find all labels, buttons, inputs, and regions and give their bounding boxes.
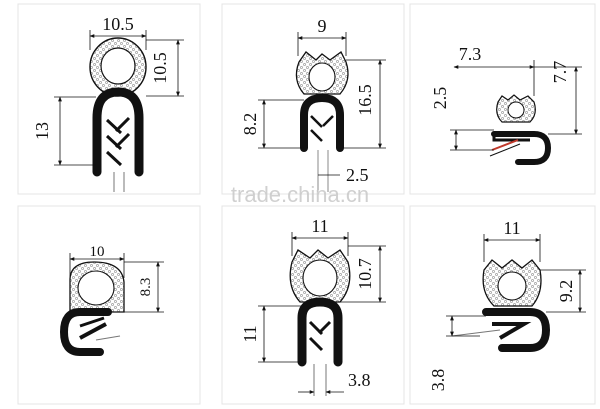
bulb-seal [289, 249, 351, 303]
bulb-seal [496, 94, 536, 123]
panel-frame [17, 3, 596, 405]
dimension-lines [54, 30, 184, 166]
u-clip [59, 308, 121, 356]
dim-label-5c: 11 [240, 325, 260, 342]
dim-label-2d: 2.5 [346, 165, 369, 185]
seal-profile-3: 7.3 7.7 2.5 [430, 44, 582, 165]
bulb-seal [295, 51, 349, 95]
dim-label-2a: 9 [318, 16, 327, 36]
dimension-lines [258, 232, 386, 394]
dimension-lines [450, 60, 582, 151]
dim-label-5b: 10.7 [355, 258, 375, 290]
dimension-lines [258, 32, 386, 176]
bulb-seal [482, 259, 542, 307]
dim-label-1b: 10.5 [150, 52, 170, 84]
seal-profile-6: 11 9.2 3.8 [428, 218, 586, 391]
u-clip [489, 131, 552, 165]
dim-label-4a: 10 [90, 244, 105, 260]
dim-label-1a: 10.5 [102, 14, 134, 34]
dim-label-6c: 3.8 [428, 369, 448, 392]
seal-profile-4: 10 8.3 [59, 244, 164, 356]
dim-label-1c: 13 [32, 122, 52, 140]
bulb-seal [69, 261, 125, 313]
u-clip [92, 87, 144, 192]
seal-profile-5: 11 10.7 11 3.8 [240, 216, 386, 396]
dim-label-2b: 16.5 [355, 84, 375, 116]
dim-label-3a: 7.3 [459, 44, 482, 64]
dim-label-3b: 7.7 [550, 61, 570, 84]
dim-label-5a: 11 [311, 216, 328, 236]
u-clip [300, 93, 344, 192]
bulb-seal [89, 37, 147, 97]
seal-profile-2: 9 16.5 8.2 2.5 [240, 16, 386, 192]
dim-label-4b: 8.3 [138, 278, 154, 297]
seal-profile-1: 10.5 10.5 13 [32, 14, 184, 192]
dim-label-5d: 3.8 [348, 370, 371, 390]
u-clip [297, 297, 343, 396]
dimension-lines [69, 253, 164, 313]
watermark-text: trade.china.cn [231, 182, 369, 207]
u-clip [451, 308, 551, 352]
dim-label-6b: 9.2 [556, 280, 576, 303]
dim-label-6a: 11 [503, 218, 520, 238]
dimension-lines [446, 234, 586, 337]
dim-label-2c: 8.2 [240, 113, 260, 136]
dim-label-3c: 2.5 [430, 87, 450, 110]
